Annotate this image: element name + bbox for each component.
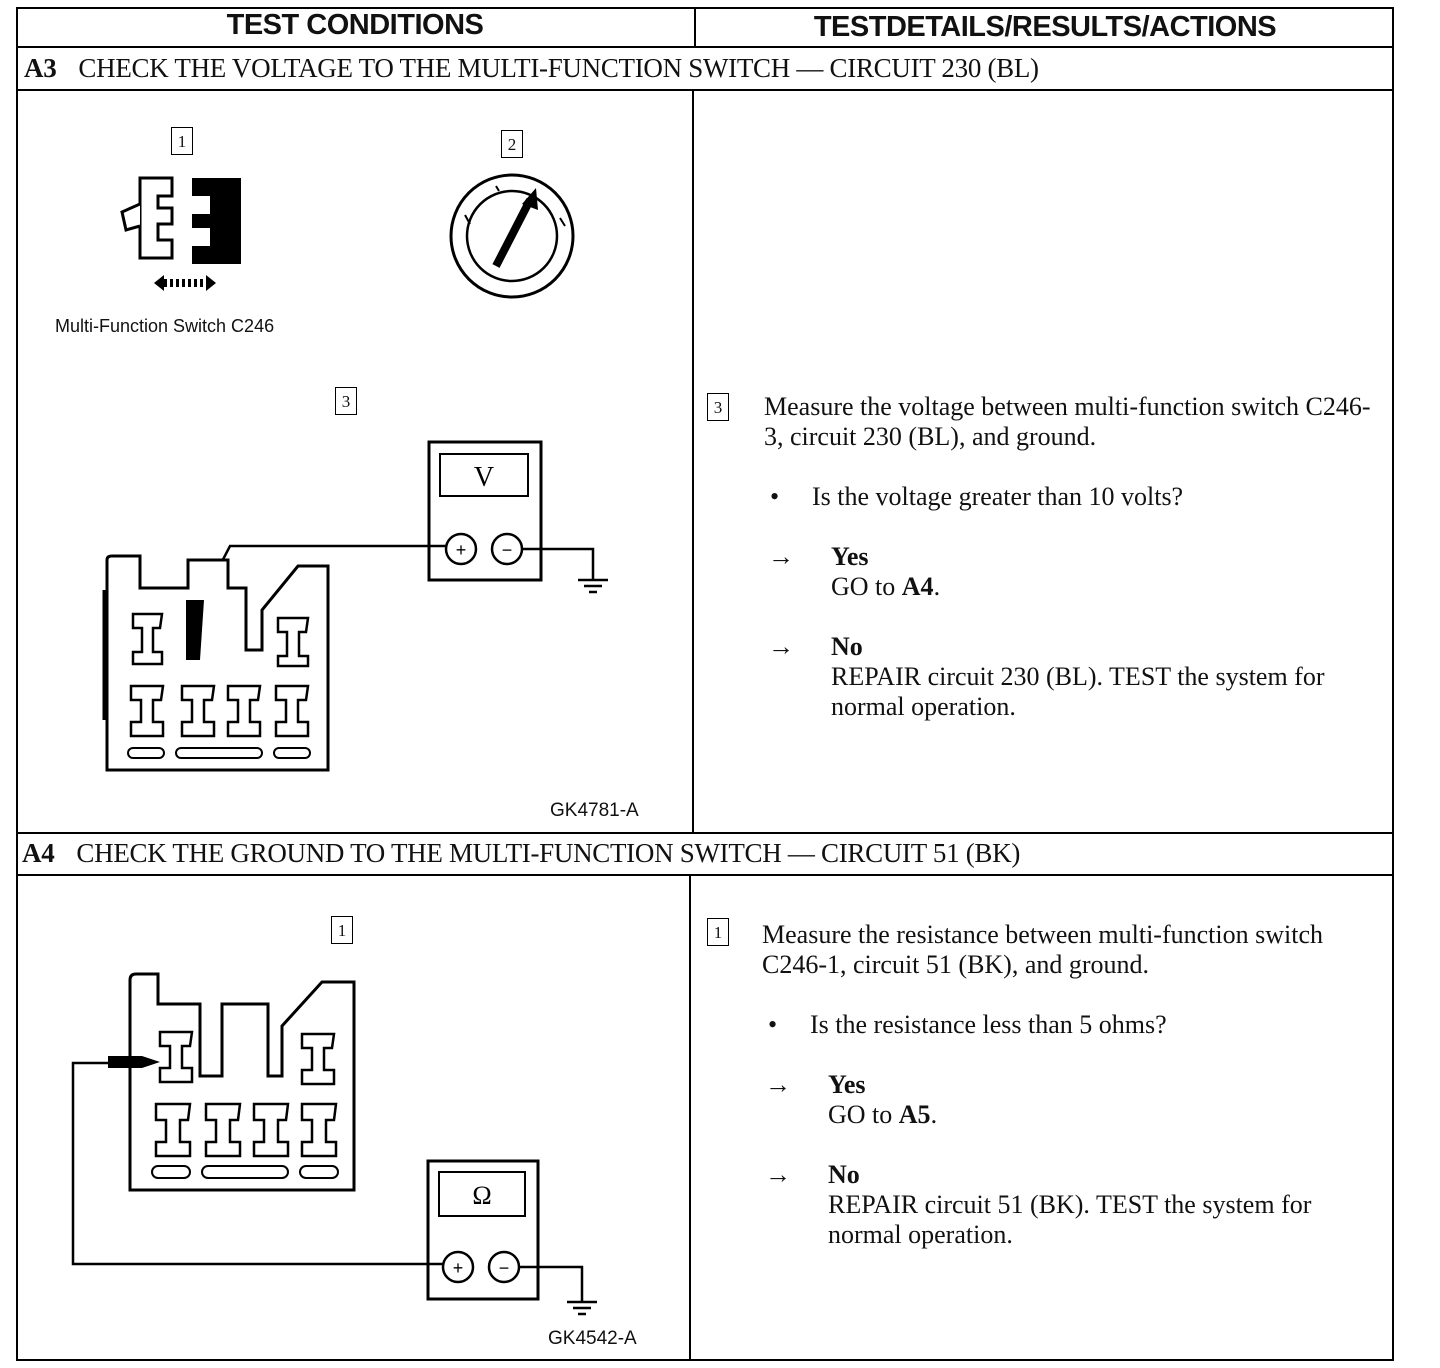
a4-column-divider (689, 874, 691, 1361)
step-a4-title: CHECK THE GROUND TO THE MULTI-FUNCTION S… (76, 838, 1021, 868)
a4-yes-target: A5 (898, 1100, 931, 1129)
step-a4-title-row: A4 CHECK THE GROUND TO THE MULTI-FUNCTION… (22, 838, 1020, 869)
connector-caption: Multi-Function Switch C246 (55, 316, 275, 336)
a3-yes-action: GO to (831, 572, 902, 601)
a4-question: Is the resistance less than 5 ohms? (810, 1010, 1167, 1039)
header-test-conditions: TEST CONDITIONS (226, 9, 484, 41)
a4-yes-block: Yes GO to A5. (828, 1070, 937, 1130)
voltmeter: V + − (427, 440, 543, 582)
a3-column-divider (692, 89, 694, 834)
a3-figure-id: GK4781-A (550, 800, 639, 821)
table-frame (16, 7, 1394, 1361)
a3-yes-block: Yes GO to A4. (831, 542, 940, 602)
a3-figure-label-3: 3 (335, 387, 357, 415)
ignition-switch-icon (449, 173, 575, 299)
voltmeter-symbol: V (474, 462, 494, 493)
a3-figure-label-1: 1 (171, 127, 193, 155)
a3-no-block: No REPAIR circuit 230 (BL). TEST the sys… (831, 632, 1371, 722)
a4-figure-label-1: 1 (331, 916, 353, 944)
header-test-details: TESTDETAILS/RESULTS/ACTIONS (813, 11, 1277, 43)
a3-figure-label-2: 2 (501, 130, 523, 158)
a3-bullet: • (770, 482, 780, 511)
header-column-divider (694, 7, 696, 48)
a4-instruction: Measure the resistance between multi-fun… (762, 920, 1323, 979)
a4-minus-sign: − (499, 1258, 510, 1278)
ohmmeter: Ω + − (426, 1159, 540, 1301)
a4-yes-arrow: → (765, 1070, 791, 1099)
probe-tip (108, 1056, 160, 1068)
ohmmeter-symbol: Ω (472, 1181, 491, 1210)
a3-detail-step-num: 3 (707, 393, 729, 421)
a4-no-label: No (828, 1160, 860, 1189)
voltmeter-positive-terminal (444, 532, 478, 566)
a4-bullet: • (768, 1010, 778, 1039)
connector-c246-face (102, 554, 330, 772)
a3-instruction: Measure the voltage between multi-functi… (764, 392, 1371, 451)
a4-detail-step-num: 1 (707, 918, 729, 946)
a4-title-divider (16, 874, 1394, 876)
ohmmeter-positive-terminal (441, 1250, 475, 1284)
a3-yes-period: . (933, 572, 941, 601)
step-a3-title: CHECK THE VOLTAGE TO THE MULTI-FUNCTION … (78, 53, 1039, 83)
a3-end-divider (16, 832, 1394, 834)
a4-test-leads (71, 1056, 597, 1316)
a4-yes-period: . (930, 1100, 938, 1129)
header-divider (16, 46, 1394, 48)
a4-yes-action: GO to (828, 1100, 899, 1129)
disconnected-connector-icon (120, 176, 241, 291)
a4-plus-sign: + (453, 1258, 464, 1278)
a3-plus-sign: + (456, 540, 467, 560)
a3-yes-label: Yes (831, 542, 869, 571)
a3-no-label: No (831, 632, 863, 661)
a4-figure-id: GK4542-A (548, 1328, 637, 1349)
step-a3-title-row: A3 CHECK THE VOLTAGE TO THE MULTI-FUNCTIO… (24, 53, 1039, 84)
step-a3-id: A3 (24, 53, 57, 83)
a4-no-block: No REPAIR circuit 51 (BK). TEST the syst… (828, 1160, 1368, 1250)
connector-c246-face-a4 (128, 972, 356, 1192)
a3-title-divider (16, 89, 1394, 91)
a4-no-arrow: → (765, 1160, 791, 1189)
a3-question: Is the voltage greater than 10 volts? (812, 482, 1184, 511)
a3-minus-sign: − (502, 540, 513, 560)
a3-yes-target: A4 (901, 572, 934, 601)
step-a4-id: A4 (22, 838, 55, 868)
a4-no-action: REPAIR circuit 51 (BK). TEST the system … (828, 1190, 1312, 1249)
a4-yes-label: Yes (828, 1070, 866, 1099)
a3-no-action: REPAIR circuit 230 (BL). TEST the system… (831, 662, 1325, 721)
a3-no-arrow: → (768, 632, 794, 661)
a3-yes-arrow: → (768, 542, 794, 571)
